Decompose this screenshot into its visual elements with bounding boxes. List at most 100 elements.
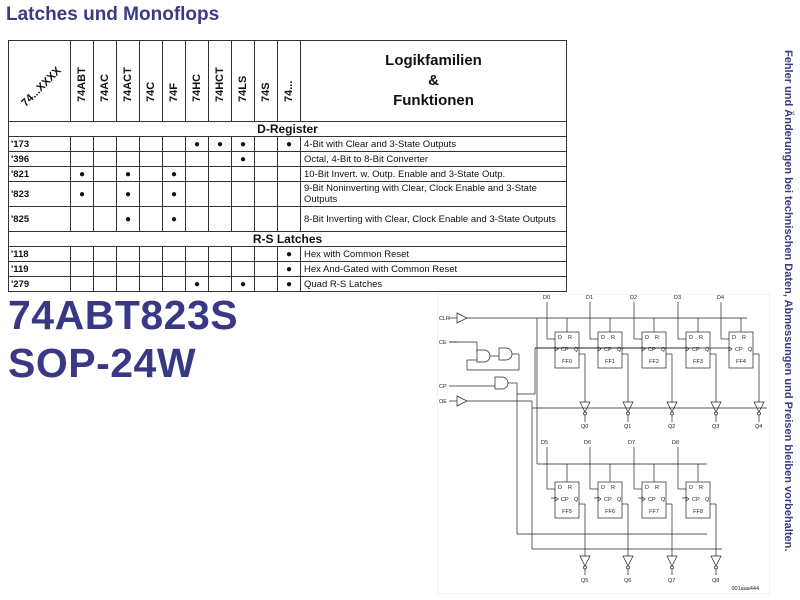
family-header: 74...: [277, 40, 301, 122]
flip-flop: [685, 481, 711, 519]
pin-q-label: Q: [705, 497, 710, 503]
inverter-bubble: [670, 565, 674, 570]
availability-cell: [208, 246, 232, 262]
pin-cp-label: CP: [692, 497, 700, 503]
pin-q-label: Q: [617, 347, 622, 353]
data-input-label: D4: [717, 295, 724, 301]
availability-cell: [139, 136, 163, 152]
availability-cell: [277, 181, 301, 207]
data-input-label: D0: [543, 295, 550, 301]
output-driver: [579, 401, 591, 413]
pin-r-label: R: [611, 335, 615, 341]
availability-cell: [139, 166, 163, 182]
availability-cell: [254, 166, 278, 182]
inverter-bubble: [583, 411, 587, 416]
availability-dot: ●: [185, 276, 209, 292]
clock-marker: [597, 496, 602, 502]
availability-cell: [277, 206, 301, 232]
availability-cell: [93, 246, 117, 262]
availability-cell: [254, 276, 278, 292]
and-gate: [476, 349, 491, 363]
flip-flop-label: FF0: [562, 359, 572, 365]
availability-dot: ●: [231, 151, 255, 167]
package-type: SOP-24W: [8, 340, 197, 386]
corner-header: 74...XXXX: [8, 40, 71, 122]
family-header: 74C: [139, 40, 163, 122]
flip-flop-label: FF6: [605, 509, 615, 515]
pin-d-label: D: [601, 485, 605, 491]
availability-cell: [254, 136, 278, 152]
availability-cell: [277, 151, 301, 167]
family-header: 74LS: [231, 40, 255, 122]
section-header-row: D-Register: [8, 121, 567, 137]
pin-q-label: Q: [617, 497, 622, 503]
availability-cell: [116, 136, 140, 152]
pin-cp-label: CP: [604, 347, 612, 353]
clock-marker: [728, 346, 733, 352]
availability-dot: ●: [70, 181, 94, 207]
function-cell: 9-Bit Noninverting with Clear, Clock Ena…: [300, 181, 567, 207]
input-label-ce: CE: [439, 340, 447, 346]
pin-r-label: R: [699, 335, 703, 341]
availability-dot: ●: [116, 206, 140, 232]
and-gate: [498, 347, 513, 361]
flip-flop-label: FF3: [693, 359, 703, 365]
data-input-label: D2: [630, 295, 637, 301]
availability-cell: [254, 261, 278, 277]
data-input-label: D3: [674, 295, 681, 301]
availability-cell: [208, 261, 232, 277]
availability-cell: [254, 246, 278, 262]
pin-cp-label: CP: [735, 347, 743, 353]
pin-q-label: Q: [748, 347, 753, 353]
data-input-label: D7: [628, 440, 635, 446]
availability-cell: [93, 261, 117, 277]
output-label: Q0: [581, 424, 588, 430]
data-input-label: D8: [672, 440, 679, 446]
table-row: '173●●●●4-Bit with Clear and 3-State Out…: [8, 136, 567, 152]
inverter-bubble: [757, 411, 761, 416]
flip-flop-label: FF5: [562, 509, 572, 515]
availability-cell: [139, 206, 163, 232]
pin-q-label: Q: [661, 497, 666, 503]
availability-cell: [70, 206, 94, 232]
output-label: Q1: [624, 424, 631, 430]
flip-flop-label: FF4: [736, 359, 746, 365]
availability-cell: [231, 261, 255, 277]
availability-cell: [139, 181, 163, 207]
part-cell: '825: [8, 206, 71, 232]
availability-cell: [139, 246, 163, 262]
availability-cell: [162, 151, 186, 167]
availability-dot: ●: [185, 136, 209, 152]
table-row: '118●Hex with Common Reset: [8, 246, 567, 262]
part-cell: '118: [8, 246, 71, 262]
availability-cell: [116, 246, 140, 262]
flip-flop: [597, 481, 623, 519]
part-cell: '173: [8, 136, 71, 152]
availability-cell: [162, 136, 186, 152]
pin-q-label: Q: [661, 347, 666, 353]
availability-cell: [231, 166, 255, 182]
output-driver: [666, 555, 678, 567]
section-title: D-Register: [8, 121, 567, 137]
pin-cp-label: CP: [648, 347, 656, 353]
pin-r-label: R: [611, 485, 615, 491]
section-header-row: R-S Latches: [8, 231, 567, 247]
part-cell: '119: [8, 261, 71, 277]
availability-cell: [93, 136, 117, 152]
family-header: 74HC: [185, 40, 209, 122]
pin-r-label: R: [568, 335, 572, 341]
flip-flop: [641, 331, 667, 369]
function-cell: 4-Bit with Clear and 3-State Outputs: [300, 136, 567, 152]
inverter-bubble: [626, 565, 630, 570]
availability-dot: ●: [162, 181, 186, 207]
pin-q-label: Q: [574, 347, 579, 353]
part-cell: '279: [8, 276, 71, 292]
flip-flop: [728, 331, 754, 369]
pin-q-label: Q: [705, 347, 710, 353]
family-header: 74AC: [93, 40, 117, 122]
pin-d-label: D: [558, 335, 562, 341]
pin-cp-label: CP: [648, 497, 656, 503]
